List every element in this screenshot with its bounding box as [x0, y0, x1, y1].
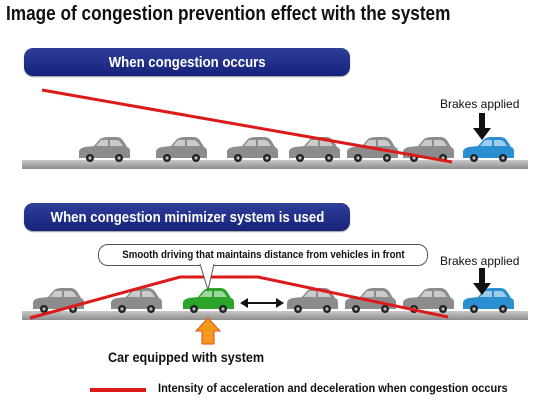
- smooth-driving-callout-text: Smooth driving that maintains distance f…: [121, 249, 405, 261]
- callout-pointer: [199, 263, 215, 292]
- legend-line-swatch: [90, 388, 146, 392]
- scenario-1-header-label: When congestion occurs: [108, 53, 266, 71]
- car-icon: [156, 137, 207, 162]
- brakes-applied-label-2: Brakes applied: [440, 254, 520, 268]
- down-arrow-icon: [473, 268, 491, 295]
- intensity-line-2: [29, 275, 449, 320]
- smooth-driving-callout: Smooth driving that maintains distance f…: [98, 244, 428, 266]
- car-icon: [227, 137, 278, 162]
- road-1: [22, 160, 528, 169]
- legend-label: Intensity of acceleration and decelerati…: [158, 381, 508, 395]
- equipped-car-icon: [183, 288, 234, 313]
- brakes-applied-label-1: Brakes applied: [440, 97, 520, 111]
- page-title: Image of congestion prevention effect wi…: [6, 3, 451, 25]
- car-icon: [79, 137, 130, 162]
- intensity-line-1: [41, 88, 453, 164]
- double-arrow-icon: [240, 298, 284, 308]
- scenario-1-header: When congestion occurs: [24, 48, 350, 76]
- braking-car-icon: [463, 137, 514, 162]
- up-arrow-icon: [194, 317, 222, 345]
- down-arrow-icon: [473, 113, 491, 140]
- braking-car-icon: [463, 288, 514, 313]
- scenario-2-header-label: When congestion minimizer system is used: [50, 208, 324, 226]
- equipped-car-label: Car equipped with system: [108, 349, 265, 365]
- road-2: [22, 311, 528, 320]
- car-icon: [111, 288, 162, 313]
- scenario-2-header: When congestion minimizer system is used: [24, 203, 350, 231]
